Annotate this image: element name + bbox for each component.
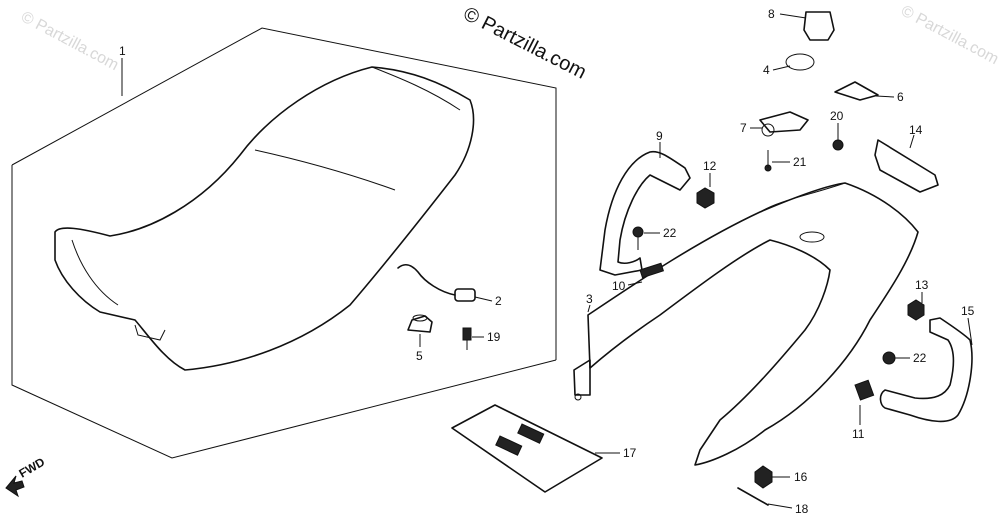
callout-13: 13 (915, 278, 929, 292)
bracket-part (874, 139, 939, 193)
left-grab-rail-part (599, 150, 691, 276)
callout-1: 1 (119, 44, 126, 58)
seat-part (54, 66, 475, 371)
clamp-part (759, 11, 879, 137)
rubber-cushion-part (407, 314, 433, 333)
fwd-label: FWD (17, 455, 48, 481)
callout-16: 16 (794, 470, 808, 484)
callout-20: 20 (830, 109, 844, 123)
seat-group-frame (11, 27, 557, 459)
callout-15: 15 (961, 304, 975, 318)
callout-12: 12 (703, 159, 717, 173)
callout-4: 4 (763, 63, 770, 77)
callout-7: 7 (740, 121, 747, 135)
right-grab-rail-part (879, 317, 973, 423)
callout-19: 19 (487, 330, 501, 344)
callout-8: 8 (768, 7, 775, 21)
watermark-main: © Partzilla.com (460, 3, 590, 84)
watermark-corner-left: © Partzilla.com (18, 9, 121, 75)
callout-5: 5 (416, 349, 423, 363)
callout-10: 10 (612, 279, 626, 293)
callout-2: 2 (495, 294, 502, 308)
callout-3: 3 (586, 292, 593, 306)
callout-11: 11 (852, 427, 865, 441)
callout-21: 21 (793, 155, 807, 169)
nuts-and-bolts (632, 139, 925, 506)
tool-tray-mat-part (451, 404, 603, 493)
callout-9: 9 (656, 129, 663, 143)
watermark-corner-right: © Partzilla.com (898, 3, 1001, 69)
callout-22-upper: 22 (663, 226, 677, 240)
rear-cowl-part (573, 182, 919, 466)
leader-lines (121, 13, 973, 509)
seat-bolt-part (462, 327, 472, 350)
callout-18: 18 (795, 502, 809, 516)
forward-direction-marker: FWD (5, 455, 48, 498)
callout-14: 14 (909, 123, 923, 137)
seat-cable-part (397, 263, 476, 302)
callout-17: 17 (623, 446, 637, 460)
callout-6: 6 (897, 90, 904, 104)
callout-labels: 1 2 3 4 5 6 7 8 9 10 11 12 13 14 15 16 1… (119, 7, 975, 516)
callout-22-lower: 22 (913, 351, 927, 365)
